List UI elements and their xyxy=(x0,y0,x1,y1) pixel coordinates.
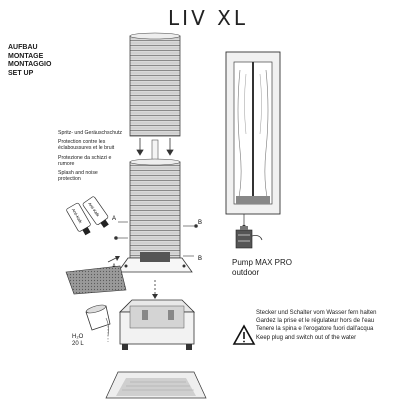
upper-column-section xyxy=(129,32,181,137)
pump-icon xyxy=(235,226,263,249)
warning-fr: Gardez la prise et le régulateur hors de… xyxy=(256,318,375,325)
document-title: LIV XL xyxy=(168,6,248,30)
setup-label-it: MONTAGGIO xyxy=(8,61,52,68)
splash-note-it: Protezione da schizzi e rumore xyxy=(58,154,112,167)
lower-column-section xyxy=(129,158,181,259)
assembled-column-view xyxy=(225,51,281,228)
water-tank xyxy=(119,299,195,350)
setup-heading: AUFBAU MONTAGE MONTAGGIO SET UP xyxy=(8,44,51,78)
splash-mat xyxy=(65,256,127,295)
water-volume: 20 L xyxy=(72,341,84,347)
warning-it: Tenere la spina e l'erogatore fuori dall… xyxy=(256,326,374,333)
column-base xyxy=(117,252,193,273)
warning-en: Keep plug and switch out of the water xyxy=(256,334,357,341)
marker-b-upper: B xyxy=(198,220,202,226)
screw-markers xyxy=(114,221,198,257)
water-bucket-icon xyxy=(85,304,111,342)
water-amount: H₂O 20 L xyxy=(72,334,84,348)
setup-label-fr: MONTAGE xyxy=(8,52,44,60)
warning-text: Stecker und Schalter vom Wasser fern hal… xyxy=(256,309,412,342)
splash-note-fr: Protection contre les éclaboussures et l… xyxy=(58,139,115,152)
splash-protection-note: Spritz- und Geräuschschutz Protection co… xyxy=(58,130,122,185)
warning-de: Stecker und Schalter vom Wasser fern hal… xyxy=(256,310,377,316)
placement-arrow xyxy=(152,280,158,299)
pump-location: outdoor xyxy=(232,268,260,277)
pump-label: Pump MAX PRO outdoor xyxy=(232,258,292,278)
warning-triangle-icon xyxy=(232,324,256,345)
splash-note-de: Spritz- und Geräuschschutz xyxy=(58,130,123,136)
setup-label-en: SET UP xyxy=(8,69,34,77)
marker-b-lower: B xyxy=(198,256,202,262)
marker-a-upper: A xyxy=(112,216,116,222)
insert-arrows xyxy=(136,138,174,156)
anti-lime-bottles: Anti-Kalk Anti-Kalk xyxy=(66,196,109,236)
setup-label-de: AUFBAU xyxy=(8,44,38,51)
splash-note-en: Splash and noise protection xyxy=(58,170,98,183)
tank-fill-indicator xyxy=(105,371,207,399)
water-label: H₂O xyxy=(72,334,84,340)
pump-name: Pump MAX PRO xyxy=(232,258,293,267)
